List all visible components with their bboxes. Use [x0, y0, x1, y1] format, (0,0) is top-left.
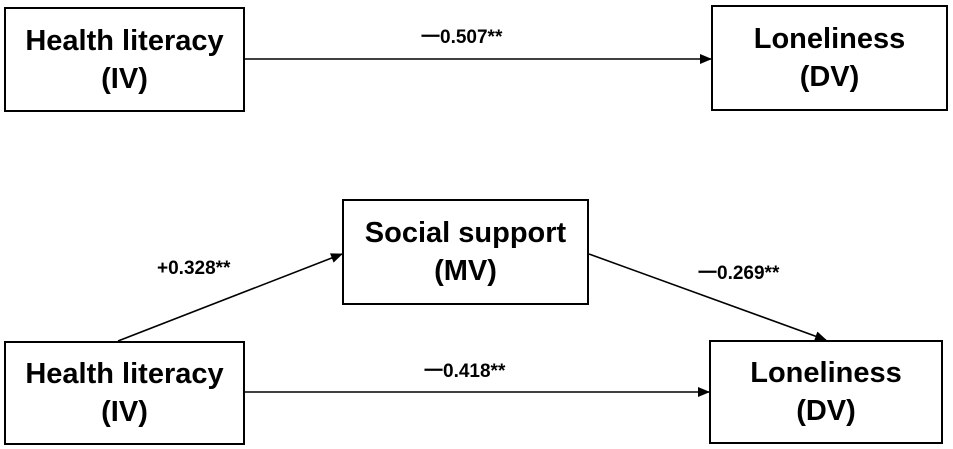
bottom-dv-tag: (DV) [796, 395, 856, 427]
arrow-bottom-mv-to-dv [588, 253, 827, 341]
top-dv-box: Loneliness (DV) [711, 5, 948, 111]
bottom-iv-box: Health literacy (IV) [4, 341, 245, 445]
bottom-dv-name: Loneliness [750, 357, 902, 389]
top-dv-name: Loneliness [753, 23, 906, 55]
bottom-iv-tag: (IV) [101, 396, 148, 428]
bottom-path-iv-dv-coefficient: 一0.418** [424, 361, 506, 382]
top-dv-tag: (DV) [799, 61, 860, 93]
arrow-bottom-iv-to-mv [117, 253, 343, 342]
top-iv-name: Health literacy [25, 24, 224, 57]
bottom-path-mv-dv-coefficient: 一0.269** [698, 263, 780, 284]
top-iv-tag: (IV) [101, 62, 148, 95]
bottom-iv-name: Health literacy [25, 358, 224, 390]
bottom-mv-name: Social support [364, 217, 567, 249]
bottom-mv-tag: (MV) [434, 255, 497, 287]
top-iv-box: Health literacy (IV) [4, 7, 245, 112]
bottom-dv-box: Loneliness (DV) [709, 340, 943, 444]
bottom-path-iv-mv-coefficient: +0.328** [157, 258, 231, 279]
top-path-iv-dv-coefficient: 一0.507** [421, 27, 503, 48]
bottom-mv-box: Social support (MV) [342, 199, 589, 305]
